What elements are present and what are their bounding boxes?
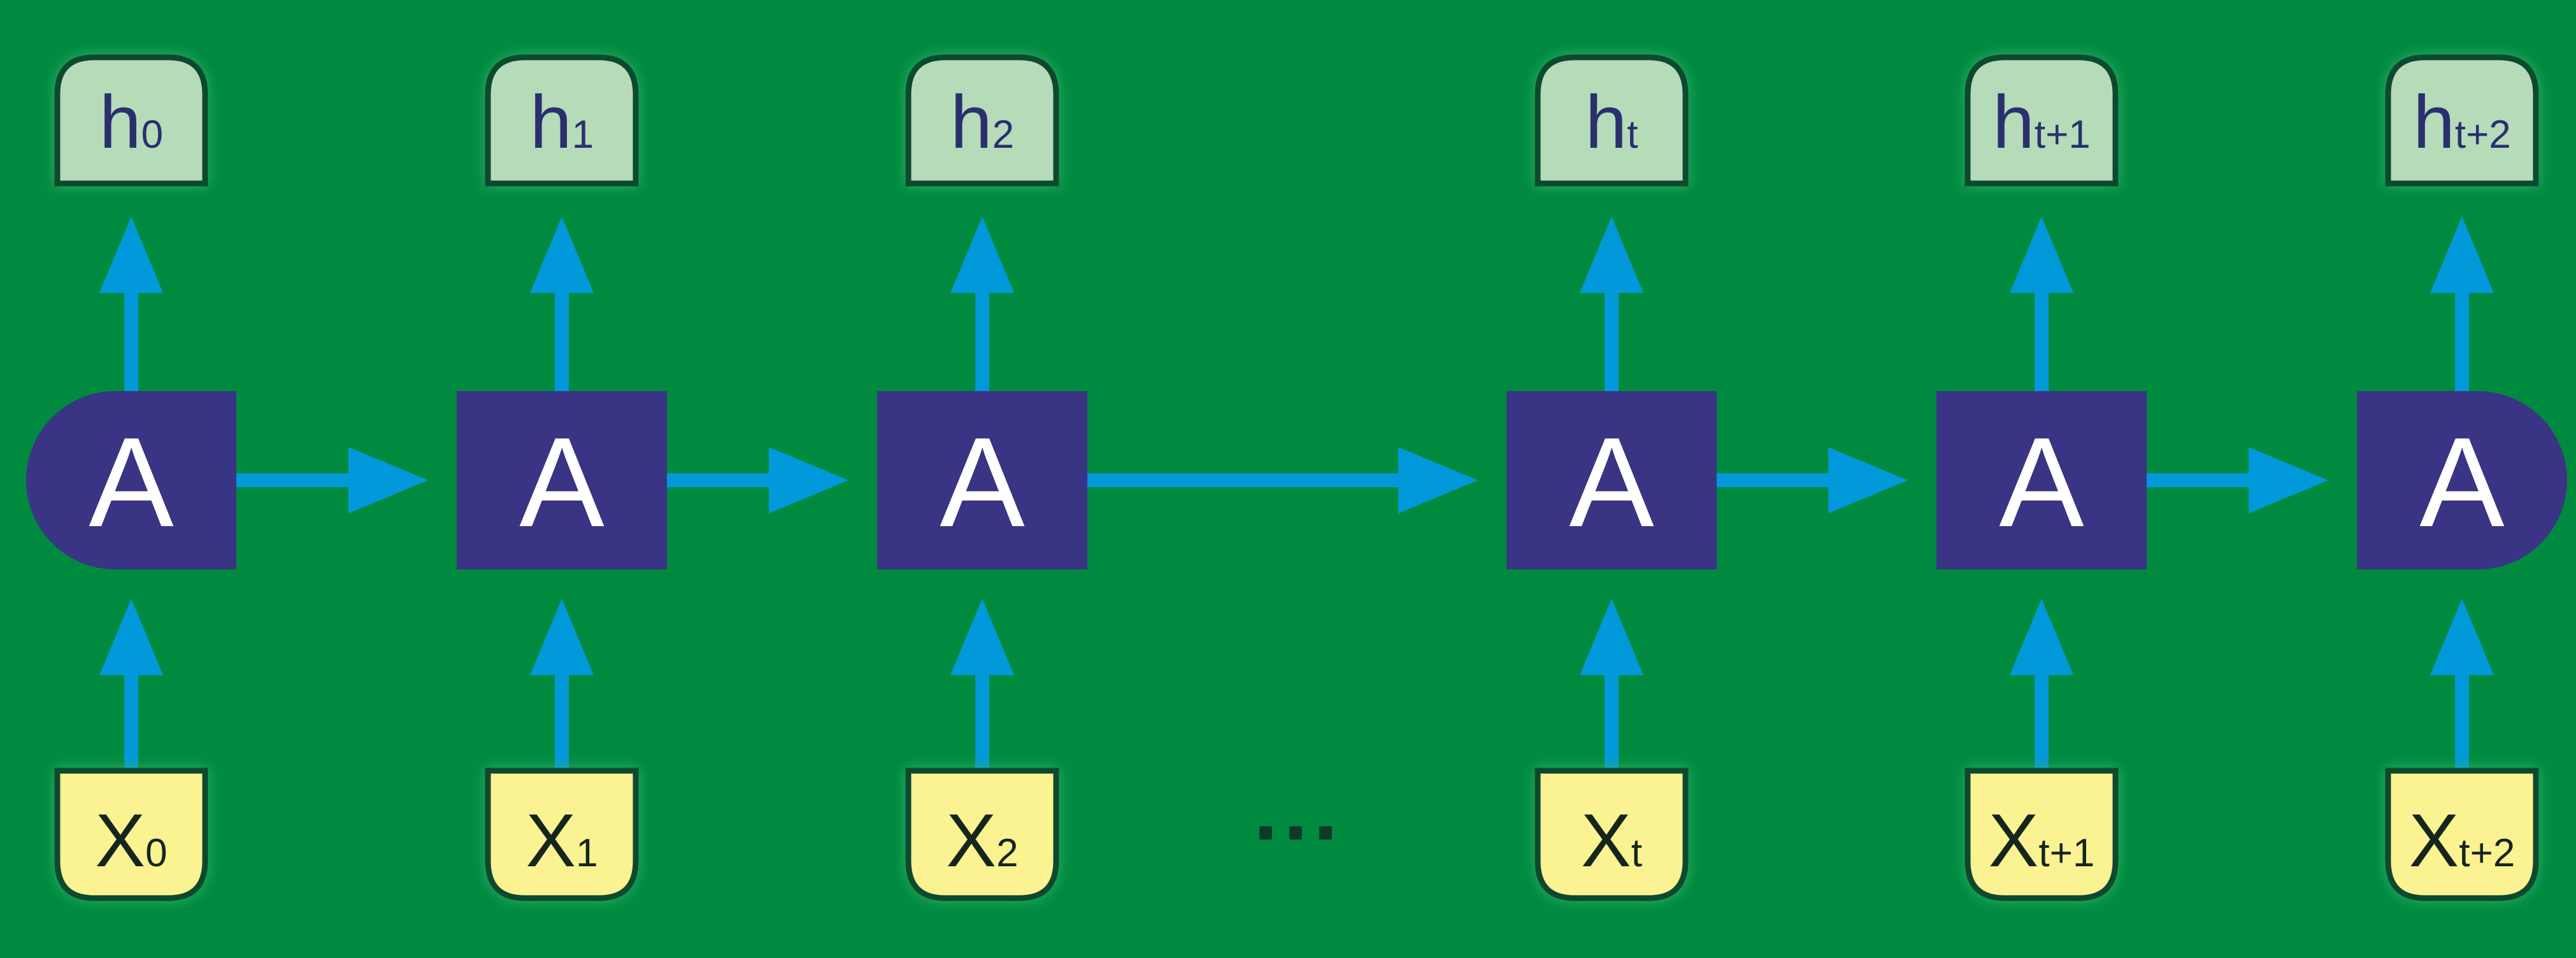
rnn-cell-5: A (2357, 391, 2567, 569)
input-arrow-4 (2010, 599, 2073, 773)
recurrent-arrow-1 (667, 447, 848, 513)
input-node-0: X0 (54, 768, 208, 901)
output-label-5: ht+2 (2413, 80, 2511, 164)
output-arrow-3 (1580, 217, 1643, 394)
input-label-5: Xt+2 (2409, 799, 2515, 883)
output-node-2: h2 (905, 54, 1059, 187)
recurrent-arrow-4 (2147, 447, 2328, 513)
output-arrow-5 (2430, 217, 2494, 394)
output-node-5: ht+2 (2385, 54, 2539, 187)
output-label-3: ht (1585, 80, 1638, 164)
cell-label-4: A (1999, 411, 2084, 554)
input-label-3: Xt (1581, 799, 1642, 883)
input-arrow-5 (2430, 599, 2494, 773)
cell-label-2: A (940, 411, 1025, 554)
output-node-0: h0 (54, 54, 208, 187)
rnn-cell-1: A (457, 391, 667, 569)
output-arrow-1 (530, 217, 594, 394)
output-node-1: h1 (485, 54, 639, 187)
input-label-2: X2 (946, 799, 1018, 883)
input-label-1: X1 (526, 799, 597, 883)
rnn-cell-0: A (26, 391, 236, 569)
recurrent-arrow-3 (1717, 447, 1908, 513)
rnn-cell-4: A (1936, 391, 2147, 569)
recurrent-arrow-0 (236, 447, 428, 513)
rnn-cell-3: A (1506, 391, 1717, 569)
input-node-2: X2 (905, 768, 1059, 901)
input-arrow-2 (950, 599, 1014, 773)
input-node-5: Xt+2 (2385, 768, 2539, 901)
ellipsis-text: ... (1254, 759, 1343, 859)
input-arrow-3 (1580, 599, 1643, 773)
arrows-layer (99, 217, 2494, 773)
input-node-1: X1 (485, 768, 639, 901)
output-arrow-2 (950, 217, 1014, 394)
input-label-0: X0 (95, 799, 167, 883)
output-label-0: h0 (99, 80, 163, 164)
cell-label-3: A (1569, 411, 1654, 554)
input-arrow-1 (530, 599, 594, 773)
rnn-cell-2: A (877, 391, 1087, 569)
input-node-4: Xt+1 (1964, 768, 2119, 901)
output-label-4: ht+1 (1993, 80, 2091, 164)
output-arrow-0 (99, 217, 163, 394)
input-node-3: Xt (1535, 768, 1689, 901)
cell-label-5: A (2419, 411, 2505, 554)
output-arrow-4 (2010, 217, 2073, 394)
cell-label-0: A (89, 411, 174, 554)
output-label-1: h1 (530, 80, 594, 164)
recurrent-arrow-2 (1087, 447, 1478, 513)
output-node-3: ht (1535, 54, 1689, 187)
cell-label-1: A (519, 411, 605, 554)
input-label-4: Xt+1 (1989, 799, 2095, 883)
output-node-4: ht+1 (1964, 54, 2119, 187)
output-label-2: h2 (950, 80, 1014, 164)
input-arrow-0 (99, 599, 163, 773)
